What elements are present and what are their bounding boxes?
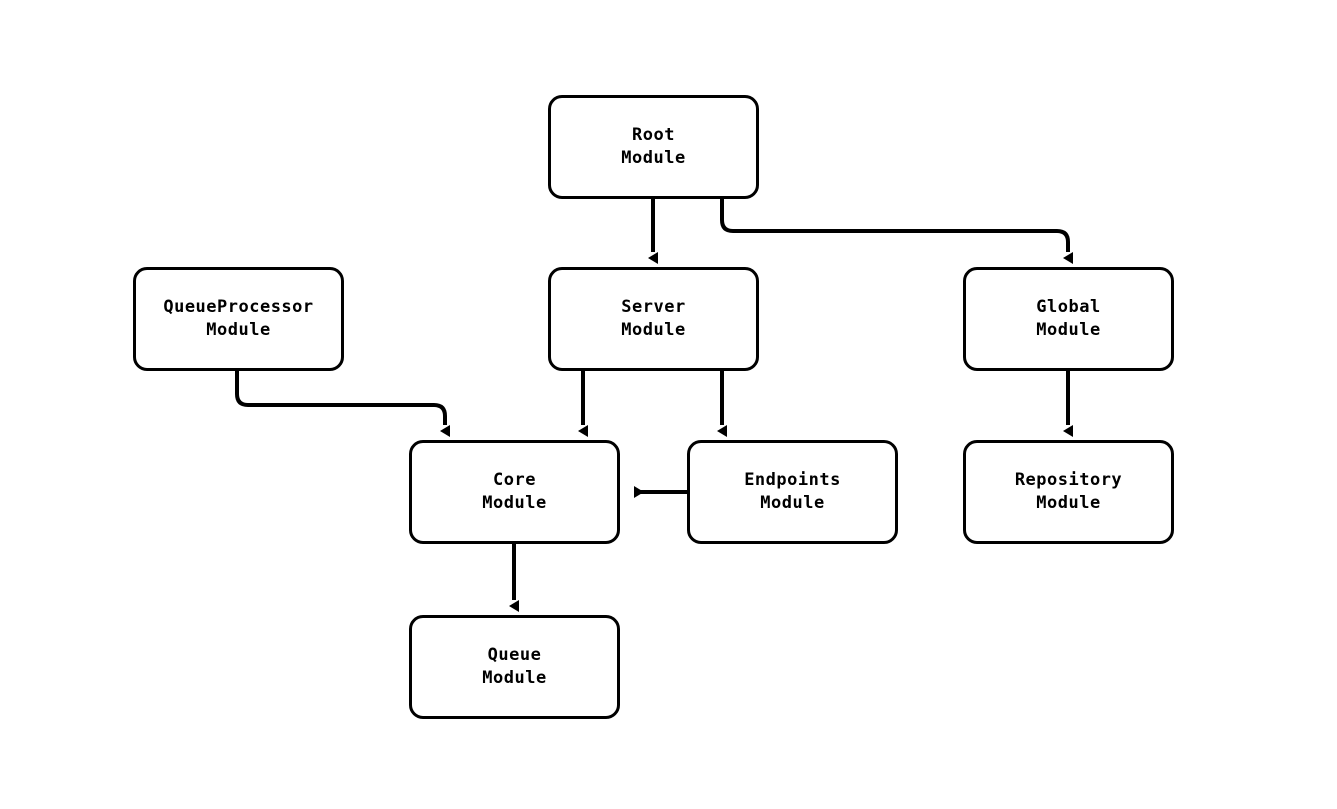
node-global-module[interactable]: Global Module	[963, 267, 1174, 371]
node-endpoints-module-label-line1: Endpoints	[744, 470, 841, 490]
node-root-module-label-line1: Root	[632, 125, 675, 145]
node-core-module-label-line2: Module	[482, 493, 547, 513]
edge-queueprocessor-to-core	[235, 371, 447, 423]
node-server-module[interactable]: Server Module	[548, 267, 759, 371]
node-queueprocessor-module[interactable]: QueueProcessor Module	[133, 267, 344, 371]
node-queueprocessor-module-label-line2: Module	[206, 320, 271, 340]
node-core-module[interactable]: Core Module	[409, 440, 620, 544]
node-server-module-label-line2: Module	[621, 320, 686, 340]
node-root-module-label-line2: Module	[621, 148, 686, 168]
node-repository-module-label-line2: Module	[1036, 493, 1101, 513]
node-queue-module[interactable]: Queue Module	[409, 615, 620, 719]
node-repository-module-label-line1: Repository	[1014, 470, 1123, 490]
edge-root-to-global	[720, 199, 1070, 250]
node-repository-module[interactable]: Repository Module	[963, 440, 1174, 544]
node-root-module[interactable]: Root Module	[548, 95, 759, 199]
node-global-module-label-line1: Global	[1036, 297, 1101, 317]
node-core-module-label-line1: Core	[493, 470, 536, 490]
node-queueprocessor-module-label-line1: QueueProcessor	[163, 297, 314, 317]
node-queue-module-label-line2: Module	[482, 668, 547, 688]
node-global-module-label-line2: Module	[1036, 320, 1101, 340]
node-endpoints-module-label-line2: Module	[760, 493, 825, 513]
node-server-module-label-line1: Server	[621, 297, 686, 317]
node-endpoints-module[interactable]: Endpoints Module	[687, 440, 898, 544]
node-queue-module-label-line1: Queue	[487, 645, 542, 665]
